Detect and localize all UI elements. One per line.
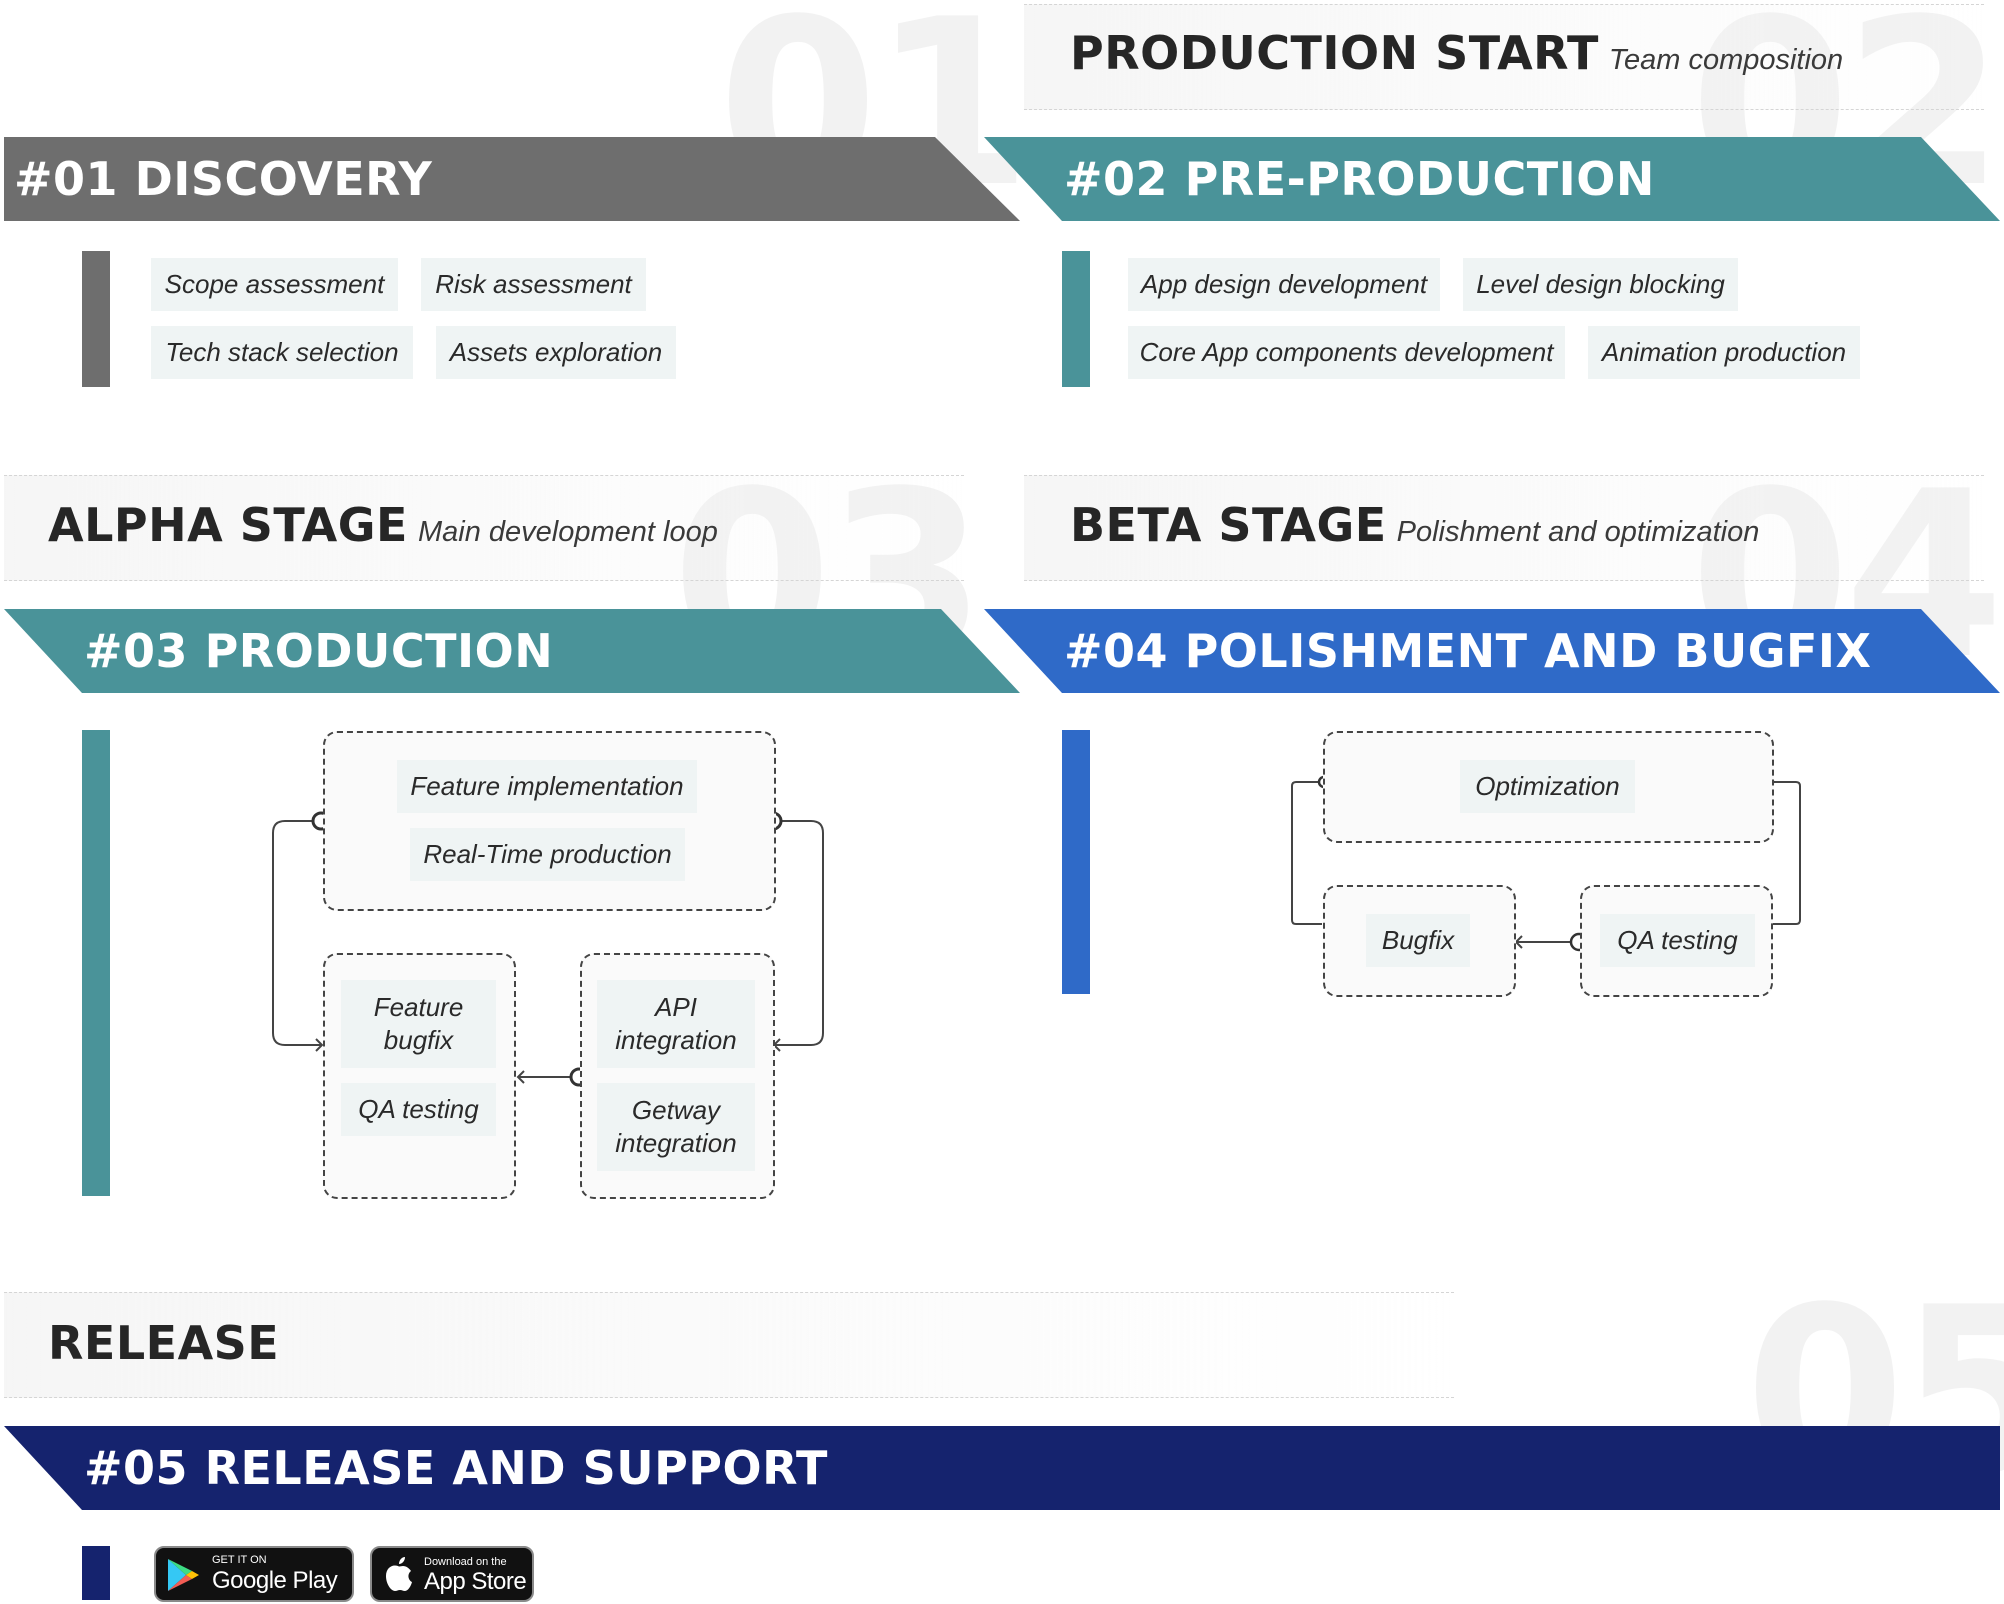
stage-label-release: RELEASE — [48, 1316, 279, 1370]
accent-bar-polishment — [1062, 730, 1090, 994]
task-chip: Level design blocking — [1463, 258, 1738, 311]
task-chip: Animation production — [1588, 326, 1860, 379]
phase-banner-discovery: #01 DISCOVERY — [4, 137, 1020, 221]
badge-small-text: Download on the — [424, 1556, 507, 1568]
stage-band-alpha — [4, 475, 964, 581]
stage-label-production-start: PRODUCTION START Team composition — [1070, 26, 1843, 80]
phase-title: #01 DISCOVERY — [14, 152, 433, 206]
stage-band-release — [4, 1292, 1454, 1398]
loop-chip: Getway integration — [597, 1083, 755, 1171]
badge-big-text: Google Play — [212, 1567, 338, 1594]
task-chip: Tech stack selection — [151, 326, 413, 379]
phase-banner-production: #03 PRODUCTION — [4, 609, 1020, 693]
phase-title: #03 PRODUCTION — [84, 624, 554, 678]
app-store-badge[interactable]: Download on the App Store — [370, 1546, 534, 1602]
phase-banner-preproduction: #02 PRE-PRODUCTION — [984, 137, 2000, 221]
stage-title: ALPHA STAGE — [48, 498, 408, 552]
google-play-badge[interactable]: GET IT ON Google Play — [154, 1546, 354, 1602]
badge-small-text: GET IT ON — [212, 1554, 267, 1566]
phase-title: #02 PRE-PRODUCTION — [1064, 152, 1655, 206]
stage-title: BETA STAGE — [1070, 498, 1387, 552]
apple-icon — [386, 1557, 412, 1591]
loop-chip: QA testing — [341, 1083, 496, 1136]
loop-chip: QA testing — [1600, 914, 1755, 967]
stage-title: RELEASE — [48, 1316, 280, 1370]
task-chip: Core App components development — [1128, 326, 1565, 379]
stage-label-alpha: ALPHA STAGE Main development loop — [48, 498, 718, 552]
loop-chip: Feature bugfix — [341, 980, 496, 1068]
loop-chip: Feature implementation — [397, 760, 697, 813]
phase-banner-polishment: #04 POLISHMENT AND BUGFIX — [984, 609, 2000, 693]
stage-subtitle: Polishment and optimization — [1396, 516, 1760, 548]
accent-bar-discovery — [82, 251, 110, 387]
stage-band-production-start — [1024, 4, 1984, 110]
loop-chip: API integration — [597, 980, 755, 1068]
loop-chip: Optimization — [1460, 760, 1635, 813]
stage-title: PRODUCTION START — [1070, 26, 1599, 80]
task-chip: Assets exploration — [436, 326, 676, 379]
accent-bar-release — [82, 1546, 110, 1600]
badge-big-text: App Store — [424, 1568, 527, 1595]
stage-subtitle: Main development loop — [417, 516, 718, 548]
task-chip: Risk assessment — [421, 258, 646, 311]
task-chip: App design development — [1128, 258, 1440, 311]
google-play-icon — [168, 1559, 199, 1591]
phase-title: #05 RELEASE AND SUPPORT — [84, 1441, 828, 1495]
loop-chip: Real-Time production — [410, 828, 685, 881]
accent-bar-production — [82, 730, 110, 1196]
stage-label-beta: BETA STAGE Polishment and optimization — [1070, 498, 1759, 552]
phase-title: #04 POLISHMENT AND BUGFIX — [1064, 624, 1872, 678]
stage-subtitle: Team composition — [1608, 44, 1844, 76]
stage-band-beta — [1024, 475, 1984, 581]
accent-bar-preproduction — [1062, 251, 1090, 387]
task-chip: Scope assessment — [151, 258, 398, 311]
phase-banner-release: #05 RELEASE AND SUPPORT — [4, 1426, 2000, 1510]
loop-chip: Bugfix — [1366, 914, 1470, 967]
